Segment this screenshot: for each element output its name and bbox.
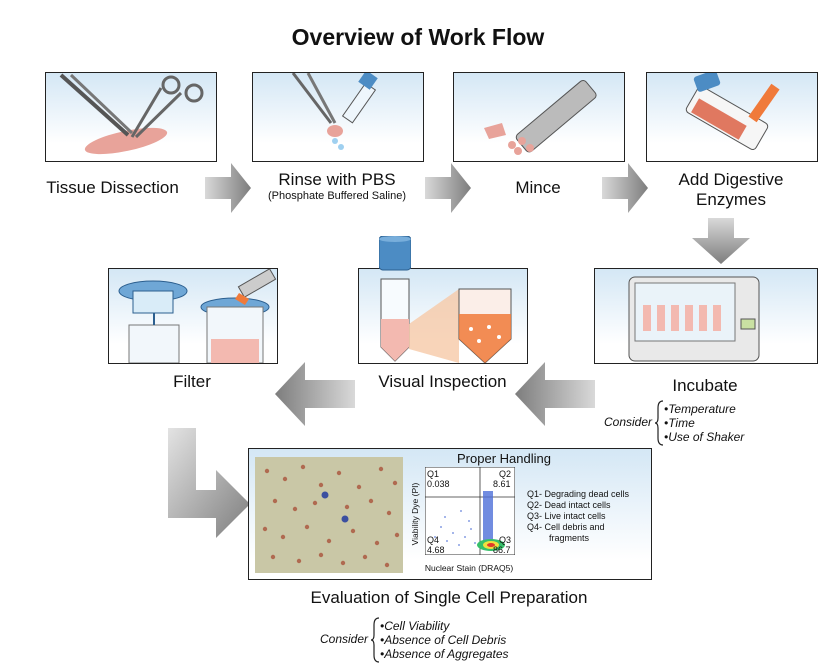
q1-label: Q1 (427, 469, 440, 479)
consider-item-viability: •Cell Viability (380, 619, 450, 633)
arrow-left-1 (515, 362, 595, 426)
flow-cytometry-plot (425, 467, 515, 555)
consider-item-shaker: •Use of Shaker (664, 430, 745, 444)
q4-value: 4.68 (427, 545, 445, 555)
consider-item-aggregates: •Absence of Aggregates (380, 647, 509, 661)
pipette-rinse-illustration (291, 73, 378, 150)
evaluation-consider-label: Consider (320, 632, 369, 646)
quadrant-legend: Q1- Degrading dead cells Q2- Dead intact… (527, 489, 647, 544)
scalpel-mince-illustration (484, 79, 597, 155)
tube-enzyme-illustration (685, 73, 780, 151)
micrograph-image (255, 457, 403, 573)
q3-label: Q3 (499, 535, 512, 545)
evaluation-consider-brace (370, 617, 380, 668)
step-label-rinse: Rinse with PBS (278, 170, 396, 189)
cell-strainer-illustration (118, 269, 277, 363)
scissors-forceps-illustration (59, 73, 204, 155)
q1-value: 0.038 (427, 479, 450, 489)
q4-label: Q4 (427, 535, 440, 545)
tissue-dissection-panel (45, 72, 217, 162)
step-label-mince: Mince (515, 178, 561, 197)
digestive-enzymes-panel (646, 72, 818, 162)
rinse-panel (252, 72, 424, 162)
tube-inspection-illustration (380, 278, 512, 363)
step-label-incubate: Incubate (672, 376, 738, 395)
q2-label: Q2 (499, 469, 512, 479)
incubate-panel (594, 268, 818, 364)
page-title: Overview of Work Flow (291, 24, 545, 50)
y-axis-label: Viability Dye (PI) (410, 482, 420, 546)
incubator-shaker-illustration (628, 276, 760, 362)
evaluation-heading: Proper Handling (457, 451, 551, 466)
step-label-inspection: Visual Inspection (378, 372, 507, 391)
step-label-digest-1: Add Digestive (678, 170, 784, 189)
legend-q3: Q3- Live intact cells (527, 511, 606, 521)
consider-item-time: •Time (664, 416, 695, 430)
step-label-rinse-sub: (Phosphate Buffered Saline) (268, 190, 406, 202)
consider-item-temperature: •Temperature (664, 402, 736, 416)
consider-item-debris: •Absence of Cell Debris (380, 633, 507, 647)
step-label-filter: Filter (173, 372, 211, 391)
filter-panel (108, 268, 278, 364)
tube-cap (378, 235, 412, 272)
legend-q4-cont: fragments (549, 533, 590, 543)
step-label-dissection: Tissue Dissection (46, 178, 179, 197)
arrow-left-2 (275, 362, 355, 426)
step-label-digest-2: Enzymes (696, 190, 766, 209)
incubate-consider-list: •Temperature •Time •Use of Shaker (664, 402, 744, 444)
legend-q4: Q4- Cell debris and (527, 522, 605, 532)
q3-value: 86.7 (493, 545, 511, 555)
arrow-down-1 (692, 218, 750, 264)
visual-inspection-panel (358, 268, 528, 364)
legend-q1: Q1- Degrading dead cells (527, 489, 630, 499)
arrow-right-3 (602, 163, 648, 213)
evaluation-consider-list: •Cell Viability •Absence of Cell Debris … (380, 619, 509, 661)
mince-panel (453, 72, 625, 162)
arrow-bent-to-evaluation (168, 428, 250, 538)
step-label-evaluation: Evaluation of Single Cell Preparation (310, 588, 588, 607)
incubate-consider-brace (654, 400, 664, 451)
legend-q2: Q2- Dead intact cells (527, 500, 611, 510)
incubate-consider-label: Consider (604, 415, 653, 429)
evaluation-panel: Proper Handling Viability Dye (PI) Q1 0.… (248, 448, 652, 580)
x-axis-label: Nuclear Stain (DRAQ5) (424, 563, 514, 573)
arrow-right-1 (205, 163, 251, 213)
arrow-right-2 (425, 163, 471, 213)
q2-value: 8.61 (493, 479, 511, 489)
